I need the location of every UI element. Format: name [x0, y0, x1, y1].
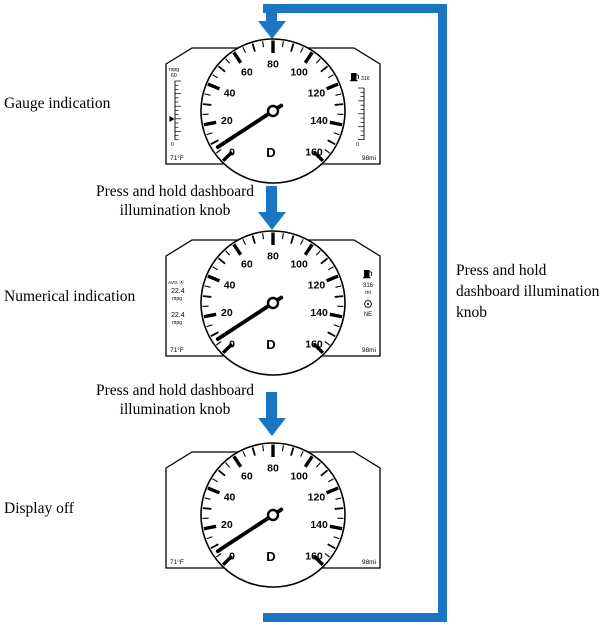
left-gauge-title: mpg	[169, 67, 179, 73]
gear-indicator: D	[266, 337, 275, 352]
transition-1-line-2: illumination knob	[119, 202, 231, 219]
inst-unit: mpg	[172, 320, 182, 326]
odometer-readout: 98mi	[362, 155, 376, 162]
dial-label-160: 160	[305, 339, 323, 351]
avg-unit: mpg	[172, 296, 182, 302]
loop-arrow-top-segment	[263, 4, 447, 13]
avg-value: 22.4	[171, 288, 185, 295]
dial-label-100: 100	[290, 259, 308, 271]
odometer-readout: 98mi	[362, 347, 376, 354]
loop-label: Press and hold dashboard illumination kn…	[456, 260, 614, 323]
dial-label-0: 0	[229, 147, 235, 159]
state-label-display-off: Display off	[4, 500, 74, 517]
transition-1-line-1: Press and hold dashboard	[96, 183, 254, 200]
loop-arrow-down-head-icon	[258, 21, 286, 39]
dial-label-0: 0	[229, 551, 235, 563]
dial-label-80: 80	[267, 59, 279, 71]
fuel-range-side-gauge: 316 0	[350, 73, 370, 148]
loop-label-line-3: knob	[456, 304, 487, 321]
dial-label-20: 20	[221, 115, 233, 127]
dial-label-140: 140	[310, 307, 328, 319]
transition-1-arrow-down-icon	[258, 212, 286, 230]
dial-label-40: 40	[224, 280, 236, 292]
loop-label-line-2: dashboard illumination	[456, 283, 600, 300]
compass-icon-dot	[367, 303, 369, 305]
compass-heading: NE	[364, 312, 372, 318]
dial-label-120: 120	[308, 280, 326, 292]
compass-icon	[364, 300, 372, 308]
dial-label-100: 100	[290, 471, 308, 483]
dial-label-40: 40	[224, 492, 236, 504]
odometer-readout: 98mi	[362, 559, 376, 566]
dial-ticks	[202, 444, 344, 567]
temperature-readout: 71°F	[170, 154, 184, 162]
right-gauge-value: 316	[361, 76, 370, 82]
range-value: 316	[363, 283, 374, 289]
left-gauge-top-value: 60	[171, 73, 177, 79]
dial-label-20: 20	[221, 519, 233, 531]
transition-1-arrow-stem	[266, 186, 277, 212]
gear-indicator: D	[266, 549, 275, 564]
dial-label-80: 80	[267, 463, 279, 475]
transition-2-line-1: Press and hold dashboard	[96, 382, 254, 399]
dial-label-120: 120	[308, 492, 326, 504]
fuel-pump-icon	[350, 73, 359, 82]
left-gauge-bottom-value: 0	[171, 142, 174, 148]
dial-label-40: 40	[224, 88, 236, 100]
dial-ticks	[202, 232, 344, 355]
range-unit: mi	[365, 290, 370, 296]
left-gauge-marker	[169, 116, 175, 122]
transition-2-arrow-down-icon	[258, 418, 286, 436]
needle-hub	[266, 296, 280, 310]
transition-1-label: Press and hold dashboard illumination kn…	[80, 182, 270, 220]
dial-label-60: 60	[241, 259, 253, 271]
temperature-readout: 71°F	[170, 346, 184, 354]
dial-label-100: 100	[290, 67, 308, 79]
dial-label-60: 60	[241, 67, 253, 79]
dial-label-160: 160	[305, 551, 323, 563]
transition-2-line-2: illumination knob	[119, 401, 231, 418]
dial-label-160: 160	[305, 147, 323, 159]
state-label-gauge-indication: Gauge indication	[4, 95, 111, 112]
needle-hub	[266, 508, 280, 522]
loop-label-line-1: Press and hold	[456, 262, 547, 279]
dial-label-60: 60	[241, 471, 253, 483]
dial-label-140: 140	[310, 519, 328, 531]
temperature-readout: 71°F	[170, 558, 184, 566]
loop-arrow-head-stem	[266, 12, 277, 22]
right-gauge-bottom-value: 0	[356, 142, 359, 148]
inst-value: 22.4	[171, 312, 185, 319]
transition-2-arrow-stem	[266, 392, 277, 418]
transition-2-label: Press and hold dashboard illumination kn…	[80, 381, 270, 419]
loop-arrow-bottom-segment	[263, 613, 447, 622]
dial-ticks	[202, 40, 344, 163]
needle-hub	[266, 104, 280, 118]
state-label-numerical-indication: Numerical indication	[4, 288, 136, 305]
loop-arrow-right-segment	[438, 4, 447, 622]
dial-label-140: 140	[310, 115, 328, 127]
dial-label-120: 120	[308, 88, 326, 100]
dial-label-80: 80	[267, 251, 279, 263]
dial-label-20: 20	[221, 307, 233, 319]
avg-label: AVG Ⓐ	[168, 279, 184, 286]
dial-label-0: 0	[229, 339, 235, 351]
gear-indicator: D	[266, 145, 275, 160]
fuel-pump-icon	[363, 270, 372, 279]
